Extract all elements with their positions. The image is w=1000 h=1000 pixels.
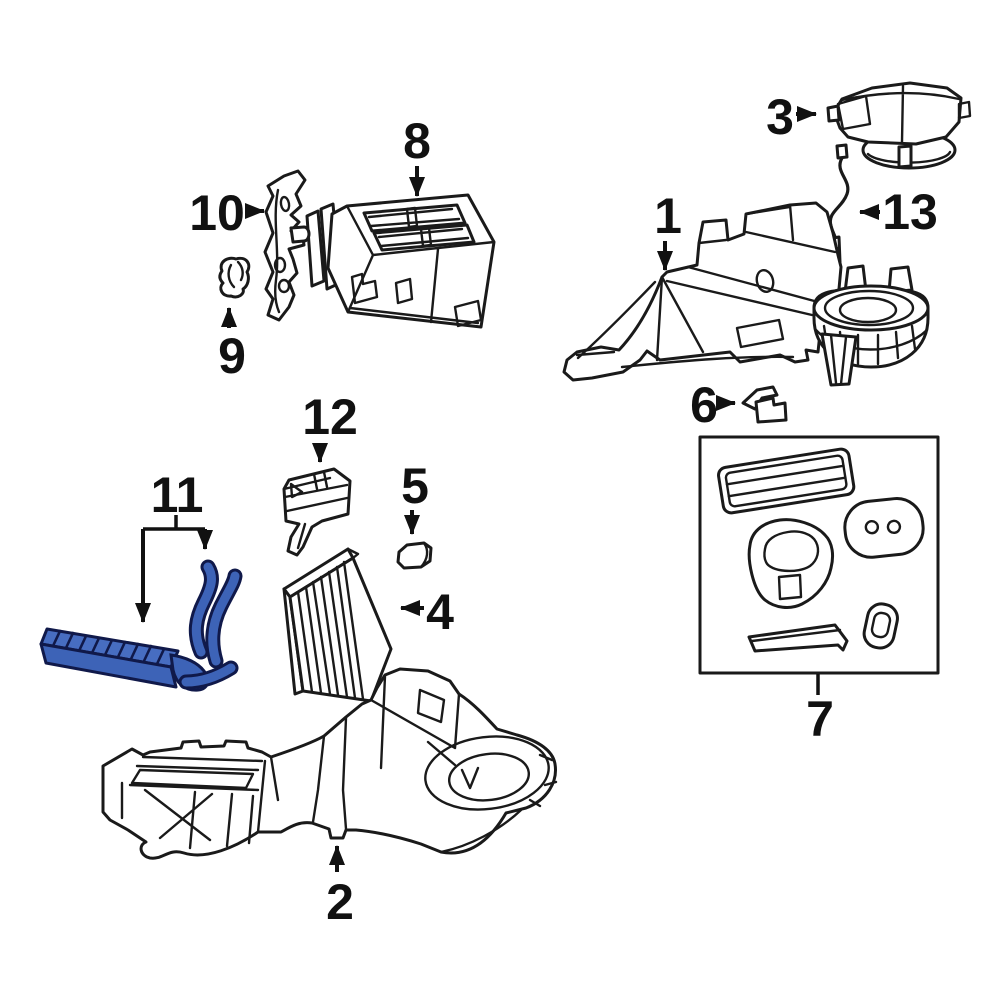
blower-detail — [836, 84, 972, 144]
heater-core-hatch — [51, 629, 166, 666]
callout-13-label: 13 — [882, 184, 938, 240]
clip-outline — [218, 256, 251, 299]
kit-strip-detail — [750, 628, 842, 643]
part-2-hvac-housing-lower — [101, 667, 558, 860]
part-8-air-distribution-housing — [305, 193, 496, 329]
bracket10-peg — [289, 225, 311, 244]
kit-oval-pad — [843, 497, 925, 559]
gasket-outer — [717, 447, 856, 515]
kit-triangle-seal-detail — [763, 530, 820, 601]
heater-core-front — [39, 642, 178, 689]
bracket6-base — [754, 396, 788, 424]
vent-detail — [367, 206, 470, 248]
housing2-bowl-detail — [460, 753, 558, 808]
gasket-inner — [724, 454, 848, 508]
part-4-evaporator-core — [282, 547, 393, 703]
evap-corner — [346, 547, 360, 560]
kit-triangle-seal — [747, 518, 835, 609]
part-9-retainer-clip — [218, 256, 251, 299]
part-10-support-bracket — [263, 169, 311, 322]
part-1-hvac-housing-upper — [562, 201, 930, 387]
pad-hole-2 — [886, 519, 902, 535]
callout-12-label: 12 — [302, 389, 358, 445]
callout-3-label: 3 — [766, 89, 794, 145]
callout-6-label: 6 — [690, 377, 718, 433]
callout-8-label: 8 — [403, 113, 431, 169]
callout-11-bracket — [143, 515, 205, 531]
clip-detail — [227, 260, 244, 289]
gasket-ribs — [725, 464, 847, 498]
callout-11-label: 11 — [151, 467, 204, 523]
ring-funnel-detail — [829, 333, 848, 386]
part-6-mounting-bracket — [741, 385, 788, 424]
bracket12-detail — [282, 470, 349, 550]
bracket10-outline — [263, 169, 307, 322]
housing8-strip-1 — [305, 209, 326, 288]
part-12-mounting-bracket-2 — [282, 467, 352, 557]
pad-outline — [843, 497, 925, 559]
housing2-bowl-floor — [447, 752, 531, 802]
bracket10-hole-1 — [279, 195, 291, 213]
part-7-seal-kit — [698, 435, 940, 675]
callout-10-label: 10 — [189, 185, 245, 241]
callout-5-label: 5 — [401, 458, 429, 514]
blower-ring-top — [812, 284, 930, 332]
bracket6-top — [741, 385, 779, 411]
ring-funnel — [820, 332, 858, 387]
housing2-tower-detail — [369, 674, 523, 854]
housing8-edges — [345, 204, 496, 314]
part-5-insulator-pad — [396, 541, 433, 570]
callout-1-label: 1 — [654, 188, 682, 244]
callout-7-label: 7 — [806, 691, 834, 747]
callout-4-label: 4 — [426, 584, 454, 640]
part-11-heater-core — [39, 559, 243, 692]
housing-oval-hole — [755, 268, 775, 294]
insulator-outline — [396, 541, 433, 570]
callout-2-label: 2 — [326, 874, 354, 930]
wire-top-connector — [835, 143, 849, 160]
heater-tube-a — [191, 562, 216, 657]
blower-nub — [826, 104, 841, 123]
callout-9-label: 9 — [218, 328, 246, 384]
housing2-left-detail — [120, 716, 348, 850]
heater-pipe-lower — [181, 663, 236, 687]
callouts: 1 2 3 4 5 6 7 8 9 10 11 12 13 — [135, 89, 938, 930]
insulator-cap — [419, 541, 429, 569]
evap-fins — [296, 560, 365, 701]
kit-grommet — [862, 602, 899, 650]
pad-hole-1 — [864, 519, 880, 535]
bracket10-seam — [274, 188, 281, 314]
blower-ring-inner — [823, 289, 915, 327]
heater-tube-b — [208, 571, 240, 666]
housing-detail — [575, 203, 837, 369]
kit-ribbed-gasket — [717, 447, 856, 515]
housing2-bowl-rim — [424, 735, 550, 811]
grommet-slot — [870, 611, 892, 639]
bracket10-hole-3 — [277, 278, 291, 294]
housing8-front-detail — [348, 247, 483, 328]
blower-ring-bore — [838, 296, 898, 324]
bracket10-hole-2 — [273, 256, 287, 274]
blower-slot — [897, 144, 913, 169]
part-3-blower-motor — [826, 81, 972, 170]
